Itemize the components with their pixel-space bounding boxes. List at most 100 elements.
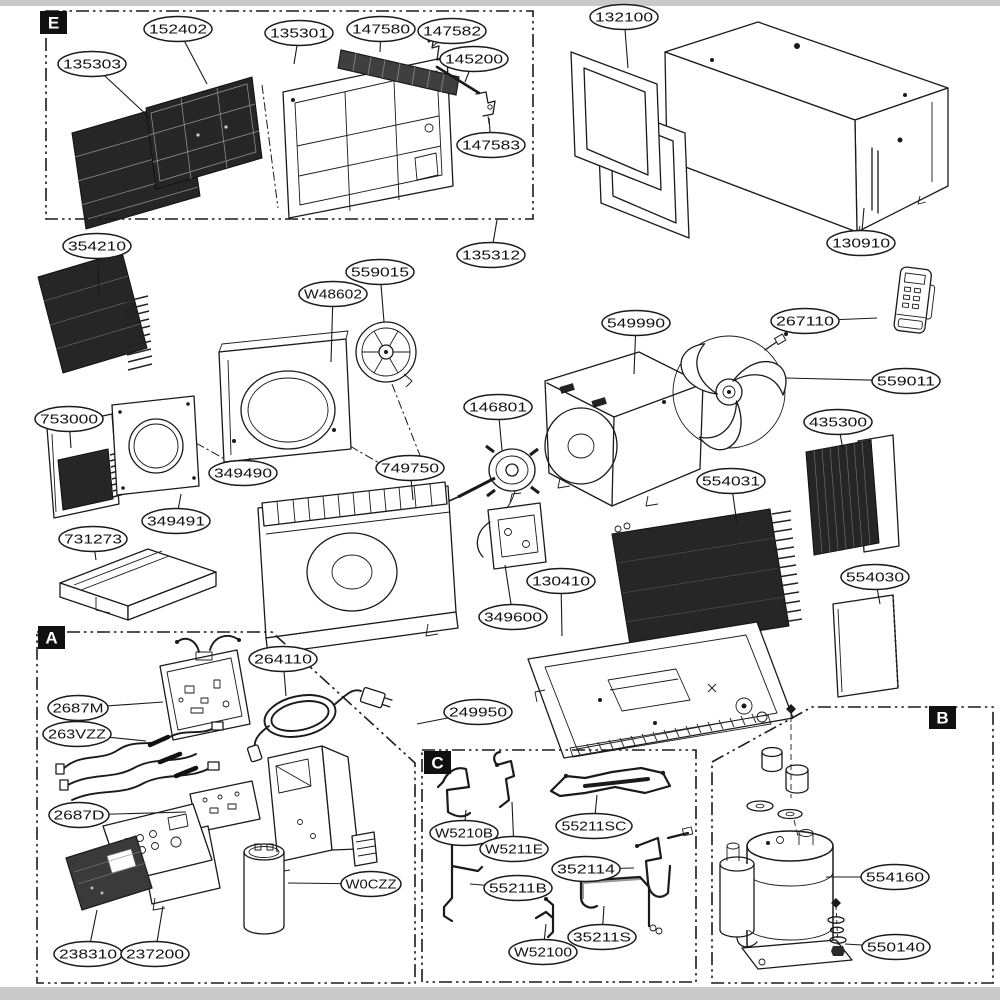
part-label-549990: 549990 bbox=[601, 309, 671, 375]
part-label-349600: 349600 bbox=[478, 564, 548, 631]
part-number-text: 267110 bbox=[776, 314, 834, 329]
section-e-parts bbox=[71, 35, 496, 230]
part-label-554160: 554160 bbox=[826, 863, 930, 891]
part-number-text: 130410 bbox=[532, 574, 590, 589]
part-number-text: W5210B bbox=[435, 826, 493, 841]
section-E: E bbox=[40, 10, 534, 220]
part-number-text: W0CZZ bbox=[346, 877, 397, 892]
part-display-overlay bbox=[65, 835, 153, 911]
part-motor-bracket bbox=[476, 492, 547, 570]
part-label-554031: 554031 bbox=[696, 467, 766, 525]
part-number-text: 753000 bbox=[40, 412, 98, 427]
part-tube-assembly-1 bbox=[436, 767, 472, 818]
part-number-text: 135312 bbox=[462, 248, 520, 263]
part-shroud-plate bbox=[111, 395, 200, 496]
part-number-text: W5211E bbox=[485, 842, 543, 857]
part-number-text: 147580 bbox=[352, 22, 410, 37]
part-cabinet-shell bbox=[664, 21, 949, 235]
section-b-parts bbox=[719, 704, 853, 970]
part-label-352114: 352114 bbox=[551, 855, 635, 883]
part-condenser-coil bbox=[611, 508, 803, 652]
part-label-237200: 237200 bbox=[120, 905, 190, 968]
part-label-146801: 146801 bbox=[463, 393, 533, 451]
part-label-249950: 249950 bbox=[416, 698, 513, 726]
part-condenser-shroud bbox=[544, 351, 704, 507]
part-label-W48602: W48602 bbox=[298, 280, 368, 363]
part-label-147582: 147582 bbox=[417, 17, 487, 47]
part-power-cord bbox=[246, 686, 393, 763]
part-label-55211SC: 55211SC bbox=[555, 794, 633, 840]
part-number-text: 731273 bbox=[64, 532, 122, 547]
part-number-text: 354210 bbox=[68, 239, 126, 254]
part-number-text: 135301 bbox=[270, 26, 328, 41]
part-number-callouts: 135303 152402 135301 147580 147582 145200 1475… bbox=[34, 3, 941, 968]
part-side-panel bbox=[832, 594, 899, 698]
part-mounting-bolt-set bbox=[827, 898, 847, 956]
part-number-text: 145200 bbox=[445, 52, 503, 67]
part-base-pan bbox=[527, 621, 794, 759]
part-label-152402: 152402 bbox=[143, 15, 213, 85]
part-number-text: W48602 bbox=[304, 287, 362, 302]
part-number-text: 749750 bbox=[381, 461, 439, 476]
part-air-guide bbox=[218, 330, 352, 463]
part-hinge-bracket bbox=[475, 91, 496, 125]
part-label-147583: 147583 bbox=[456, 117, 526, 159]
part-label-559011: 559011 bbox=[785, 367, 941, 395]
part-number-text: 55211SC bbox=[562, 819, 627, 834]
part-label-263VZZ: 263VZZ bbox=[42, 720, 147, 748]
section-c-parts bbox=[436, 750, 694, 939]
part-foam-block bbox=[59, 548, 217, 621]
part-number-text: 549990 bbox=[607, 316, 665, 331]
part-label-264110: 264110 bbox=[248, 645, 318, 697]
part-propeller-fan bbox=[672, 332, 788, 451]
part-label-130410: 130410 bbox=[526, 567, 596, 637]
part-number-text: 152402 bbox=[149, 22, 207, 37]
part-number-text: 559015 bbox=[351, 265, 409, 280]
part-compressor bbox=[746, 829, 834, 961]
top-margin-band bbox=[0, 0, 1000, 6]
part-number-text: 2687D bbox=[54, 808, 105, 823]
part-number-text: 352114 bbox=[557, 862, 615, 877]
part-number-text: 349490 bbox=[214, 466, 272, 481]
part-number-text: 130910 bbox=[832, 236, 890, 251]
part-label-267110: 267110 bbox=[770, 307, 878, 335]
part-condenser-fin-pack bbox=[805, 434, 900, 556]
section-a-parts bbox=[55, 635, 393, 935]
part-number-text: 147583 bbox=[462, 138, 520, 153]
part-label-435300: 435300 bbox=[803, 408, 873, 451]
part-number-text: 554031 bbox=[702, 474, 760, 489]
part-number-text: 559011 bbox=[877, 374, 935, 389]
part-label-559015: 559015 bbox=[345, 258, 415, 323]
part-label-135312: 135312 bbox=[456, 219, 526, 269]
part-number-text: 435300 bbox=[809, 415, 867, 430]
part-label-135303: 135303 bbox=[57, 50, 151, 119]
part-label-W0CZZ: W0CZZ bbox=[287, 870, 402, 898]
part-fan-scroll-housing bbox=[257, 481, 459, 659]
part-window-frame bbox=[570, 51, 690, 239]
part-number-text: 264110 bbox=[254, 652, 312, 667]
part-label-147580: 147580 bbox=[346, 15, 416, 53]
part-number-text: 249950 bbox=[449, 705, 507, 720]
part-wire-harness bbox=[55, 721, 224, 801]
part-vent-louver bbox=[337, 49, 460, 96]
part-number-text: 132100 bbox=[595, 10, 653, 25]
section-A: A bbox=[36, 626, 416, 984]
part-evaporator-coil bbox=[37, 251, 153, 374]
section-letter-E: E bbox=[48, 14, 59, 33]
part-label-35211S: 35211S bbox=[567, 905, 637, 951]
part-tube-assembly-2 bbox=[493, 750, 516, 809]
part-number-text: 146801 bbox=[469, 400, 527, 415]
part-mounting-clip bbox=[351, 831, 378, 867]
part-number-text: 263VZZ bbox=[48, 727, 106, 742]
assembly-axis-line bbox=[261, 84, 279, 209]
part-number-text: 554160 bbox=[866, 870, 924, 885]
part-blower-wheel bbox=[355, 321, 417, 388]
part-label-731273: 731273 bbox=[58, 525, 128, 561]
part-tube-assembly-5 bbox=[442, 838, 484, 923]
part-label-753000: 753000 bbox=[34, 405, 104, 449]
part-label-238310: 238310 bbox=[53, 909, 123, 968]
part-tube-assembly-7 bbox=[534, 897, 555, 939]
part-label-550140: 550140 bbox=[844, 933, 931, 961]
